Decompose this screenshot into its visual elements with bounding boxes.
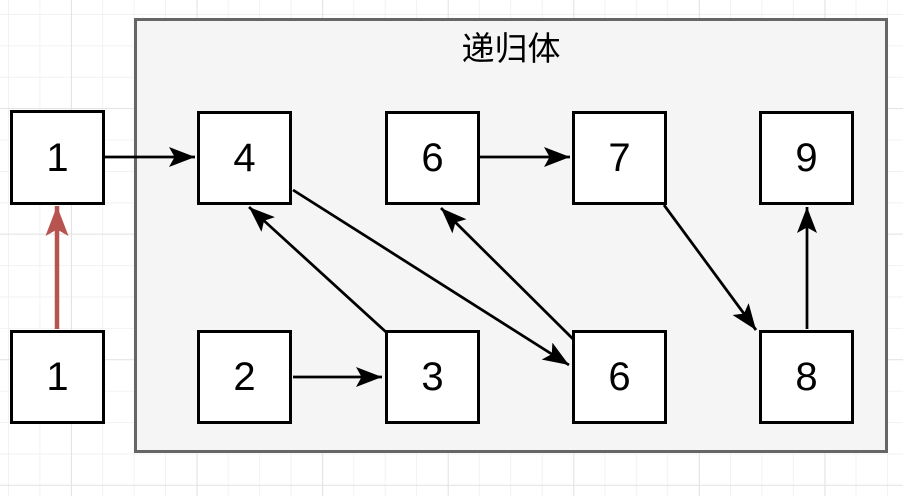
edge-7-to-8[interactable] (662, 204, 758, 331)
node-6-bottom-label: 6 (608, 355, 631, 399)
edge-6bottom-to-6top[interactable] (440, 207, 574, 340)
node-7-label: 7 (608, 136, 631, 180)
edge-4-to-6bottom[interactable] (292, 188, 570, 367)
node-3-label: 3 (421, 355, 444, 399)
node-8[interactable]: 8 (759, 330, 854, 424)
node-9[interactable]: 9 (759, 111, 854, 205)
node-1-bottom-label: 1 (46, 355, 69, 399)
node-2-label: 2 (233, 355, 256, 399)
container-title: 递归体 (461, 30, 561, 67)
node-1-top-label: 1 (46, 135, 69, 180)
node-8-label: 8 (795, 355, 818, 399)
node-4[interactable]: 4 (197, 111, 292, 205)
node-6-top-label: 6 (421, 136, 444, 180)
node-1-bottom[interactable]: 1 (10, 330, 105, 424)
node-1-top[interactable]: 1 (10, 110, 105, 205)
node-4-label: 4 (233, 136, 256, 180)
node-7[interactable]: 7 (572, 111, 667, 205)
edge-3-to-4[interactable] (248, 205, 387, 334)
node-2[interactable]: 2 (197, 330, 292, 424)
node-6-bottom[interactable]: 6 (572, 330, 667, 424)
node-9-label: 9 (795, 136, 818, 180)
node-3[interactable]: 3 (385, 330, 480, 424)
node-6-top[interactable]: 6 (385, 111, 480, 205)
